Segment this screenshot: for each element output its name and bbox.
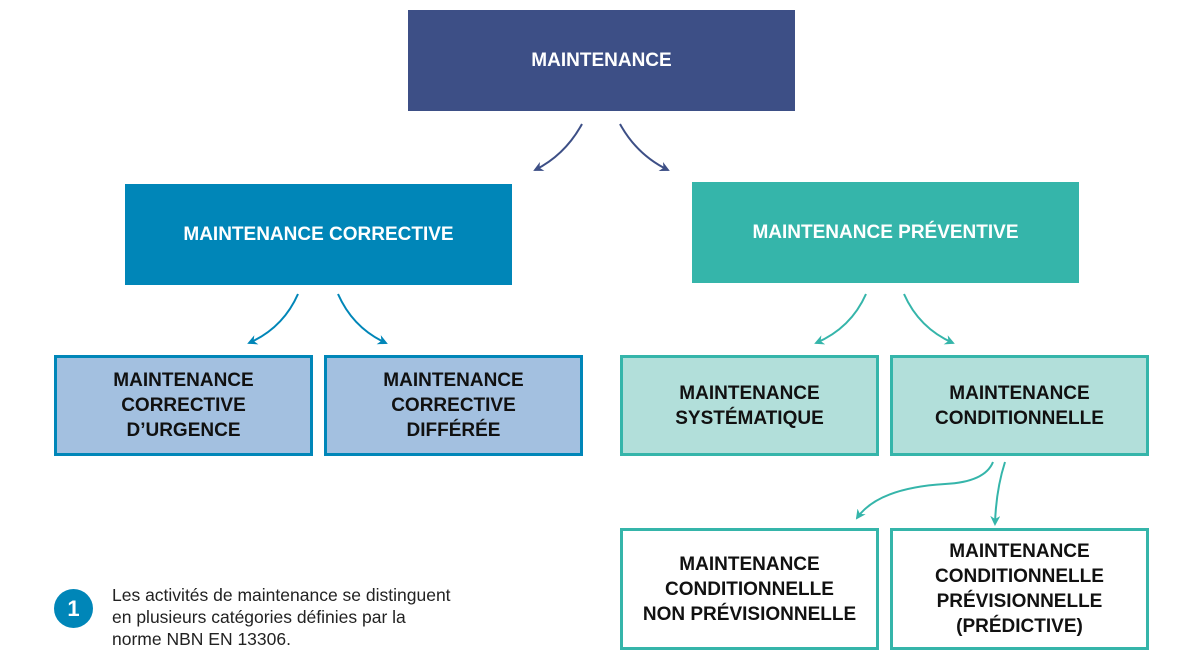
arrow-to-cond-non-previsionnelle — [855, 461, 994, 520]
arrow-to-corrective-differee — [337, 293, 388, 345]
node-corrective-urgence: MAINTENANCE CORRECTIVE D’URGENCE — [54, 355, 313, 456]
arrow-to-cond-previsionnelle — [990, 461, 1006, 526]
arrow-to-conditionnelle — [903, 293, 955, 345]
node-maintenance-label: MAINTENANCE — [531, 49, 672, 71]
arrow-to-corrective-urgence — [247, 293, 299, 345]
node-cond-previsionnelle-label: MAINTENANCE CONDITIONNELLE PRÉVISIONNELL… — [935, 541, 1104, 637]
node-maintenance-preventive: MAINTENANCE PRÉVENTIVE — [692, 182, 1079, 283]
node-conditionnelle-label: MAINTENANCE CONDITIONNELLE — [935, 382, 1104, 429]
node-corrective-label: MAINTENANCE CORRECTIVE — [183, 223, 454, 245]
node-conditionnelle: MAINTENANCE CONDITIONNELLE — [890, 355, 1149, 456]
node-preventive-label: MAINTENANCE PRÉVENTIVE — [752, 221, 1019, 243]
node-systematique-label: MAINTENANCE SYSTÉMATIQUE — [675, 382, 824, 429]
footnote-text: Les activités de maintenance se distingu… — [112, 585, 451, 649]
arrow-to-preventive — [619, 123, 670, 172]
footnote-number-badge: 1 — [54, 589, 93, 628]
node-corrective-differee-label: MAINTENANCE CORRECTIVE DIFFÉRÉE — [383, 370, 524, 441]
node-corrective-differee: MAINTENANCE CORRECTIVE DIFFÉRÉE — [324, 355, 583, 456]
node-systematique: MAINTENANCE SYSTÉMATIQUE — [620, 355, 879, 456]
node-corrective-urgence-label: MAINTENANCE CORRECTIVE D’URGENCE — [113, 370, 254, 441]
node-cond-non-previsionnelle-label: MAINTENANCE CONDITIONNELLE NON PRÉVISION… — [642, 553, 857, 625]
node-maintenance-corrective: MAINTENANCE CORRECTIVE — [125, 184, 512, 285]
arrow-to-corrective — [533, 123, 583, 171]
node-maintenance: MAINTENANCE — [408, 10, 795, 111]
node-cond-previsionnelle: MAINTENANCE CONDITIONNELLE PRÉVISIONNELL… — [890, 528, 1149, 650]
arrow-to-systematique — [814, 293, 867, 345]
node-cond-non-previsionnelle: MAINTENANCE CONDITIONNELLE NON PRÉVISION… — [620, 528, 879, 650]
